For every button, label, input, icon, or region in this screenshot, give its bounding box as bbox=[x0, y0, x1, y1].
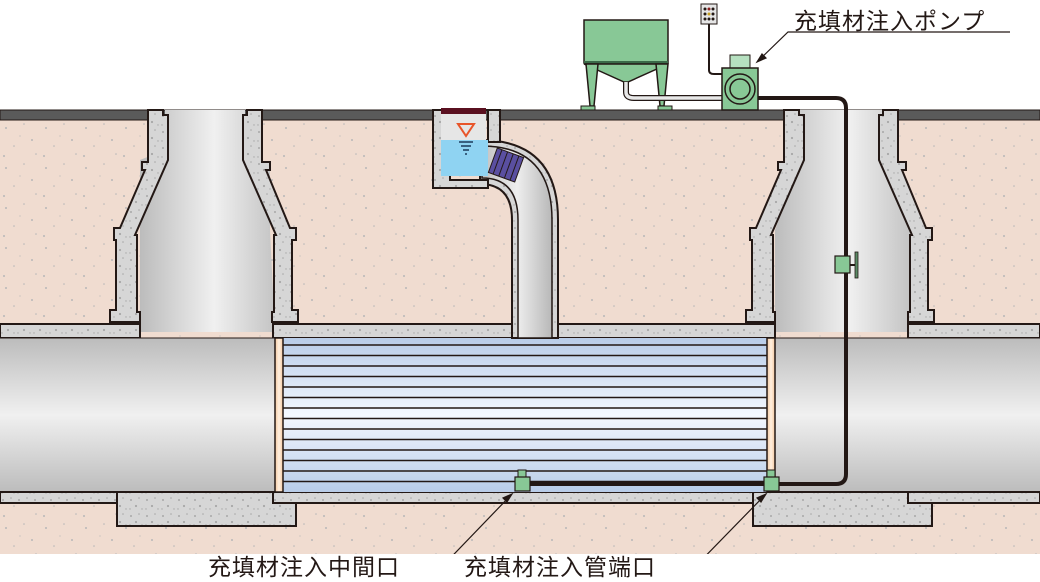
water-level-icon bbox=[456, 123, 476, 138]
manhole-right bbox=[745, 109, 935, 332]
leader-line-pump bbox=[755, 31, 1010, 64]
label-end-injection-port: 充填材注入管端口 bbox=[464, 555, 656, 581]
manhole-left bbox=[109, 109, 299, 332]
liner-end-right bbox=[766, 337, 776, 493]
pipe-top-wall bbox=[555, 323, 776, 339]
gate-valve-icon bbox=[487, 147, 525, 183]
liner-pipe bbox=[274, 337, 776, 493]
end-injection-port bbox=[763, 469, 780, 492]
label-injection-pump: 充填材注入ポンプ bbox=[794, 9, 986, 35]
water-surface-icon bbox=[459, 141, 473, 155]
injection-pump bbox=[721, 54, 759, 111]
pipe-top-wall bbox=[0, 323, 141, 339]
control-box-icon bbox=[700, 3, 724, 75]
pipe-top-wall bbox=[272, 323, 519, 339]
water-tank bbox=[432, 108, 559, 339]
label-middle-injection-port: 充填材注入中間口 bbox=[208, 555, 400, 581]
injection-hose bbox=[758, 96, 848, 486]
liner-end-left bbox=[274, 337, 284, 493]
hose-valve-icon bbox=[834, 251, 859, 279]
road-surface bbox=[0, 109, 1040, 121]
pipe-top-wall bbox=[907, 323, 1040, 339]
hopper-tank bbox=[580, 19, 724, 111]
middle-injection-port bbox=[514, 469, 531, 492]
